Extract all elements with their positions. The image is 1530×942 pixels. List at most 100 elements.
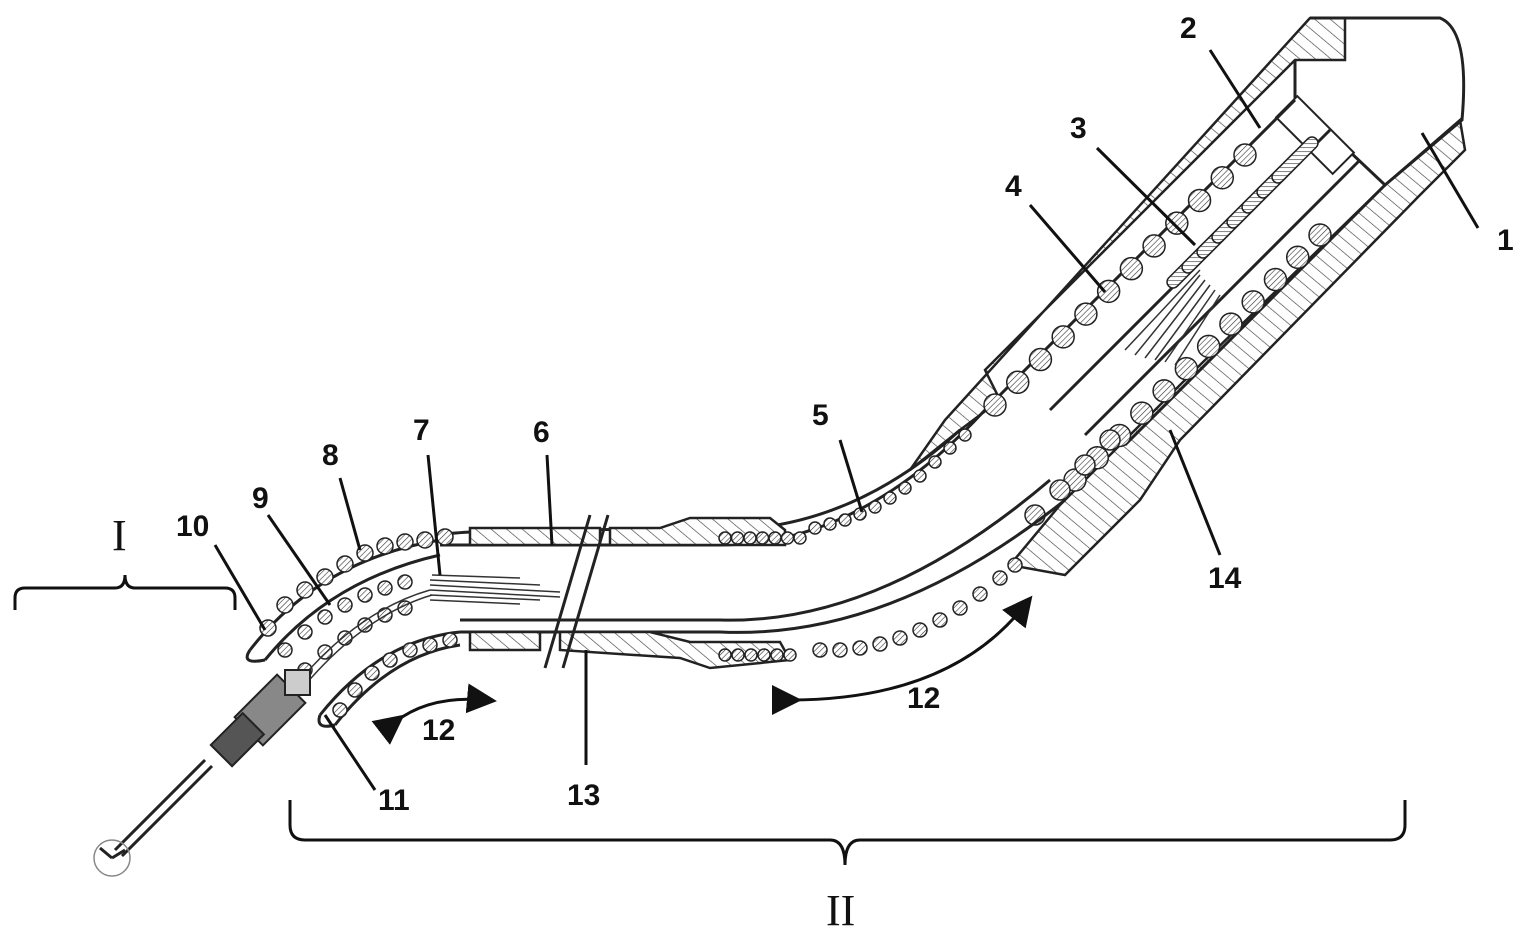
coil-turn [1130, 401, 1154, 425]
spring-turn [1271, 136, 1319, 184]
label-7: 7 [413, 414, 430, 447]
coil-turn [1142, 234, 1166, 258]
coil-turn [943, 441, 957, 455]
coil-turn [868, 500, 882, 514]
coil-turn [731, 648, 745, 662]
coil-turn [364, 665, 380, 681]
coil-turn [297, 624, 313, 640]
coil-turn [912, 622, 928, 638]
coil-turn [928, 455, 942, 469]
coil-turn [730, 531, 745, 545]
coil-turn [337, 630, 353, 646]
section-label-ii: II [826, 886, 855, 935]
coil-turn [983, 393, 1007, 417]
coil-turn [992, 570, 1008, 586]
coil-turn [823, 517, 837, 531]
coil-turn [382, 652, 398, 668]
coil-turn [832, 642, 848, 658]
coil-turn [442, 632, 458, 648]
coil-turn [1096, 279, 1121, 304]
section-label-i: I [112, 511, 127, 560]
coil-turn [296, 581, 314, 599]
coil-turn [337, 597, 353, 613]
coil-turn [317, 644, 333, 660]
label-13: 13 [567, 779, 600, 812]
coil-turn [376, 537, 394, 555]
coil-turn [1210, 165, 1235, 190]
label-12-distal: 12 [422, 714, 455, 747]
coil-turn [898, 481, 912, 495]
coil-turn [1263, 267, 1288, 292]
label-3: 3 [1070, 112, 1087, 145]
coil-turn [422, 637, 438, 653]
motion-arrows [371, 595, 1033, 745]
coil-turn [718, 531, 732, 545]
end-effector [93, 669, 311, 877]
coil-turn [808, 521, 822, 535]
label-1: 1 [1497, 224, 1514, 257]
coil-turn [1241, 290, 1265, 314]
coil-turn [755, 531, 770, 545]
label-8: 8 [322, 439, 339, 472]
coil-turn [1074, 454, 1096, 476]
coil-turn [1005, 370, 1030, 395]
coil-turn [1119, 256, 1144, 281]
coil-turn [1165, 211, 1189, 235]
coil-turn [783, 648, 797, 662]
coil-turn [768, 531, 782, 545]
coil-turn [838, 513, 852, 527]
coil-turn [1174, 356, 1199, 381]
coil-turn [336, 555, 354, 573]
coil-turn [377, 580, 393, 596]
coil-turn [1196, 334, 1221, 359]
coil-turn [972, 586, 988, 602]
spring-stack [1166, 136, 1319, 289]
coil-turn [1285, 245, 1310, 270]
leader-lines [213, 49, 1480, 791]
coil-turn [332, 702, 348, 718]
coil-turn [958, 428, 972, 442]
coil-turn [316, 568, 334, 586]
coil-turn [718, 648, 732, 662]
coil-turn [743, 531, 757, 545]
coil-turn [1233, 143, 1257, 167]
coil-turn [1074, 302, 1098, 326]
section-brace-ii [288, 800, 1407, 866]
coil-turn [883, 491, 897, 505]
coil-turn [436, 528, 454, 546]
coil-turn [1219, 312, 1243, 336]
coil-turn [347, 682, 363, 698]
coil-turn [397, 574, 413, 590]
label-10: 10 [176, 510, 209, 543]
fiber-fan-handle [1124, 269, 1221, 366]
coil-turn [793, 531, 807, 545]
handle-housing [908, 16, 1467, 577]
coil-turn [1187, 188, 1212, 213]
coil-turn [259, 619, 277, 637]
coil-turn [852, 640, 868, 656]
label-9: 9 [252, 482, 269, 515]
label-2: 2 [1180, 12, 1197, 45]
coil-turn [276, 596, 294, 614]
handle-coils-upper [983, 143, 1257, 417]
label-4: 4 [1005, 170, 1022, 203]
coil-turn [1099, 429, 1121, 451]
handle-coils-lower [1024, 223, 1332, 526]
coil-turn [872, 636, 888, 652]
coil-turn [757, 648, 771, 662]
coil-turn [317, 609, 333, 625]
coil-turn [1007, 557, 1023, 573]
label-11: 11 [378, 784, 410, 817]
coil-turn [416, 531, 434, 549]
coil-turn [892, 630, 908, 646]
coil-turn [1049, 479, 1071, 501]
coil-turn [1028, 347, 1053, 372]
coil-turn [396, 533, 414, 551]
coil-turn [744, 648, 758, 662]
label-6: 6 [533, 416, 550, 449]
coil-turn [932, 612, 948, 628]
coil-turn [1051, 325, 1075, 349]
section-brace-i [13, 574, 237, 610]
shaft-coils-upper [718, 428, 972, 545]
